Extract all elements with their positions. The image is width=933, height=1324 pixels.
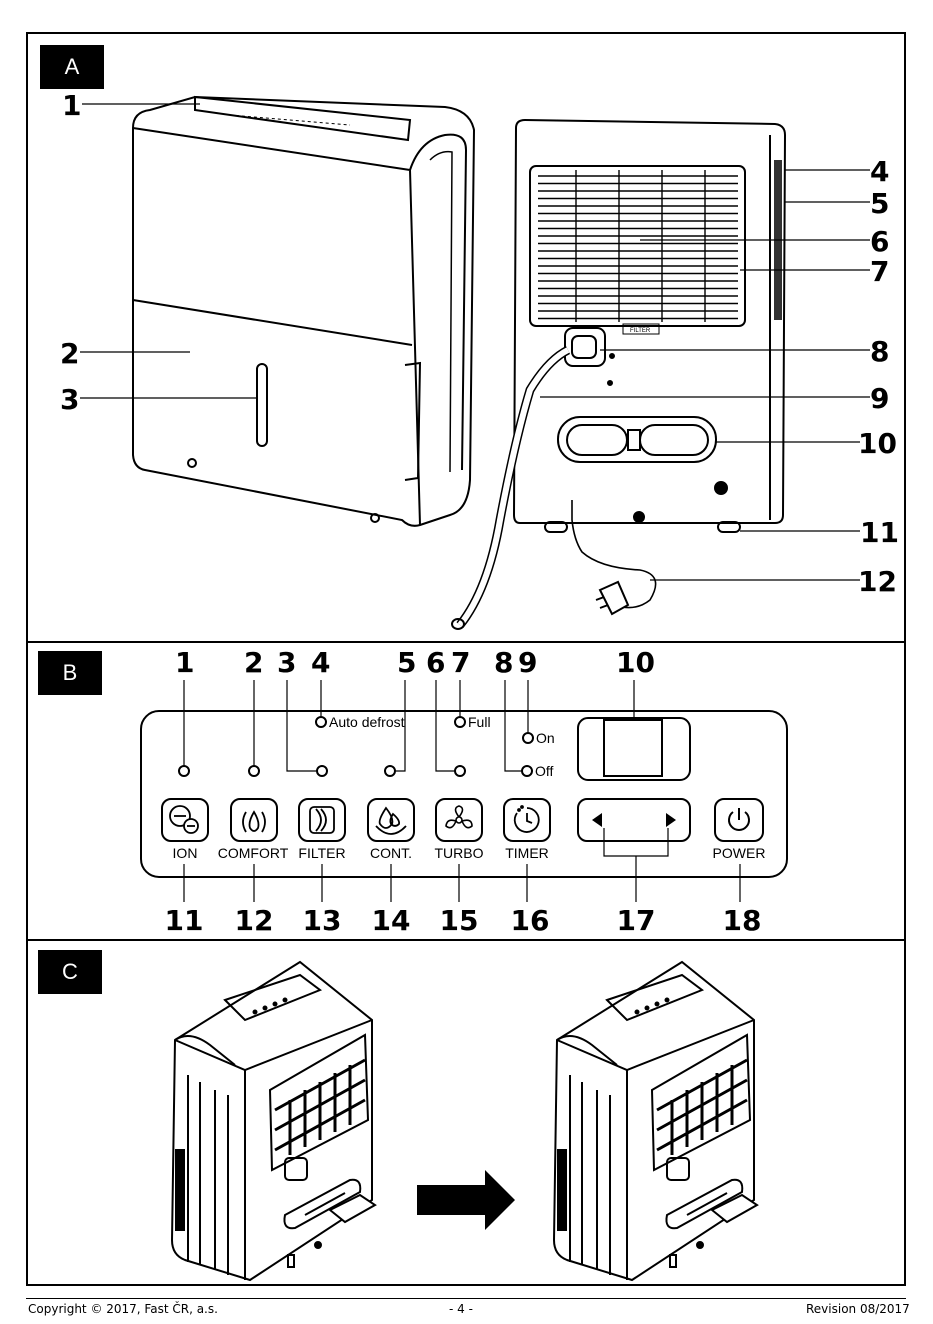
panel-number-8: 8 xyxy=(494,646,513,679)
callout-12: 12 xyxy=(858,565,897,598)
panel-number-6: 6 xyxy=(426,646,445,679)
filter-tag-label: FILTER xyxy=(630,328,651,334)
callout-2: 2 xyxy=(60,337,79,370)
auto-defrost-label: Auto defrost xyxy=(329,714,405,730)
callout-4: 4 xyxy=(870,155,889,188)
off-label: Off xyxy=(535,763,554,779)
panel-number-15: 15 xyxy=(440,904,479,937)
arrow-right-transition-icon xyxy=(417,1170,515,1230)
dehumidifier-rear-view-after xyxy=(554,962,757,1280)
panel-number-11: 11 xyxy=(165,904,204,937)
on-label: On xyxy=(536,730,555,746)
footer-rule xyxy=(26,1298,906,1299)
callout-5: 5 xyxy=(870,187,889,220)
panel-number-14: 14 xyxy=(372,904,411,937)
filter-button-label: FILTER xyxy=(298,845,345,861)
callout-10: 10 xyxy=(858,427,897,460)
panel-number-18: 18 xyxy=(723,904,762,937)
panel-number-5: 5 xyxy=(397,646,416,679)
callout-6: 6 xyxy=(870,225,889,258)
full-label: Full xyxy=(468,714,491,730)
panel-number-7: 7 xyxy=(451,646,470,679)
callout-8: 8 xyxy=(870,335,889,368)
panel-number-4: 4 xyxy=(311,646,330,679)
panel-number-17: 17 xyxy=(617,904,656,937)
turbo-button-label: TURBO xyxy=(435,845,484,861)
comfort-button-label: COMFORT xyxy=(218,845,289,861)
panel-number-13: 13 xyxy=(303,904,342,937)
dehumidifier-front-illustration xyxy=(133,97,474,526)
callout-numbers-b-bottom: 11 12 13 14 15 16 17 18 xyxy=(165,904,762,937)
dehumidifier-rear-illustration xyxy=(452,120,785,629)
callout-11: 11 xyxy=(860,516,899,549)
power-button-label: POWER xyxy=(713,845,766,861)
callout-3: 3 xyxy=(60,383,79,416)
dehumidifier-rear-view-before xyxy=(172,962,375,1280)
panel-number-9: 9 xyxy=(518,646,537,679)
footer-copyright: Copyright © 2017, Fast ČR, a.s. xyxy=(28,1302,218,1316)
footer-page-number: - 4 - xyxy=(449,1302,473,1316)
panel-number-10: 10 xyxy=(616,646,655,679)
ion-button-label: ION xyxy=(173,845,198,861)
footer-revision: Revision 08/2017 xyxy=(806,1302,910,1316)
callout-1: 1 xyxy=(62,89,81,122)
panel-number-16: 16 xyxy=(511,904,550,937)
callout-7: 7 xyxy=(870,255,889,288)
callout-numbers-b-top: 1 2 3 4 5 6 7 8 9 10 xyxy=(175,646,655,679)
panel-number-1: 1 xyxy=(175,646,194,679)
panel-number-12: 12 xyxy=(235,904,274,937)
panel-number-2: 2 xyxy=(244,646,263,679)
timer-button-label: TIMER xyxy=(505,845,549,861)
panel-number-3: 3 xyxy=(277,646,296,679)
cont-button-label: CONT. xyxy=(370,845,412,861)
callout-9: 9 xyxy=(870,382,889,415)
